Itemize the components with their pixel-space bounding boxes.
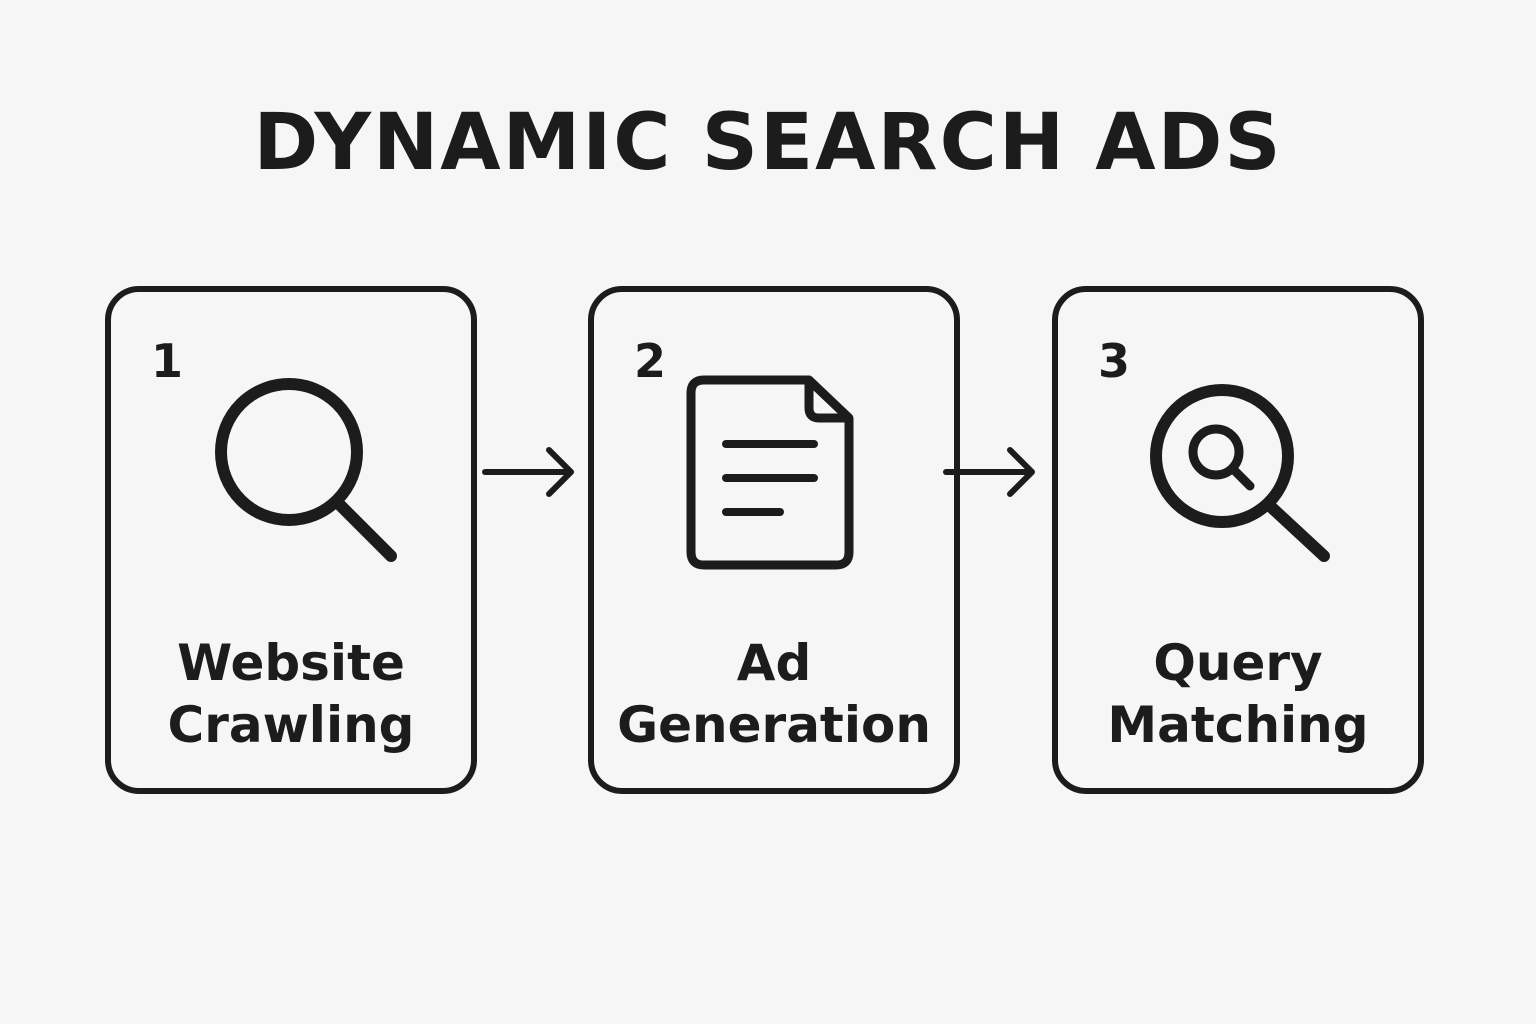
step-label-line: Crawling	[167, 696, 415, 754]
step-label: Website Crawling	[111, 632, 471, 756]
step-card-ad-generation: 2 Ad Generation	[588, 286, 960, 794]
step-label: Ad Generation	[594, 632, 954, 756]
arrow-right-icon	[482, 447, 574, 497]
step-label-line: Generation	[617, 696, 931, 754]
step-card-query-matching: 3 Query Matching	[1052, 286, 1424, 794]
step-card-website-crawling: 1 Website Crawling	[105, 286, 477, 794]
magnifying-glass-icon	[215, 378, 397, 562]
document-icon	[686, 375, 854, 570]
step-number: 3	[1098, 334, 1131, 388]
step-label-line: Matching	[1107, 696, 1369, 754]
step-number: 1	[151, 334, 184, 388]
arrow-right-icon	[943, 447, 1035, 497]
step-label-line: Query	[1153, 634, 1323, 692]
step-label-line: Website	[177, 634, 405, 692]
step-label-line: Ad	[736, 634, 812, 692]
step-number: 2	[634, 334, 667, 388]
nested-magnifier-icon	[1150, 384, 1330, 562]
step-label: Query Matching	[1058, 632, 1418, 756]
diagram-title: DYNAMIC SEARCH ADS	[253, 98, 1283, 188]
